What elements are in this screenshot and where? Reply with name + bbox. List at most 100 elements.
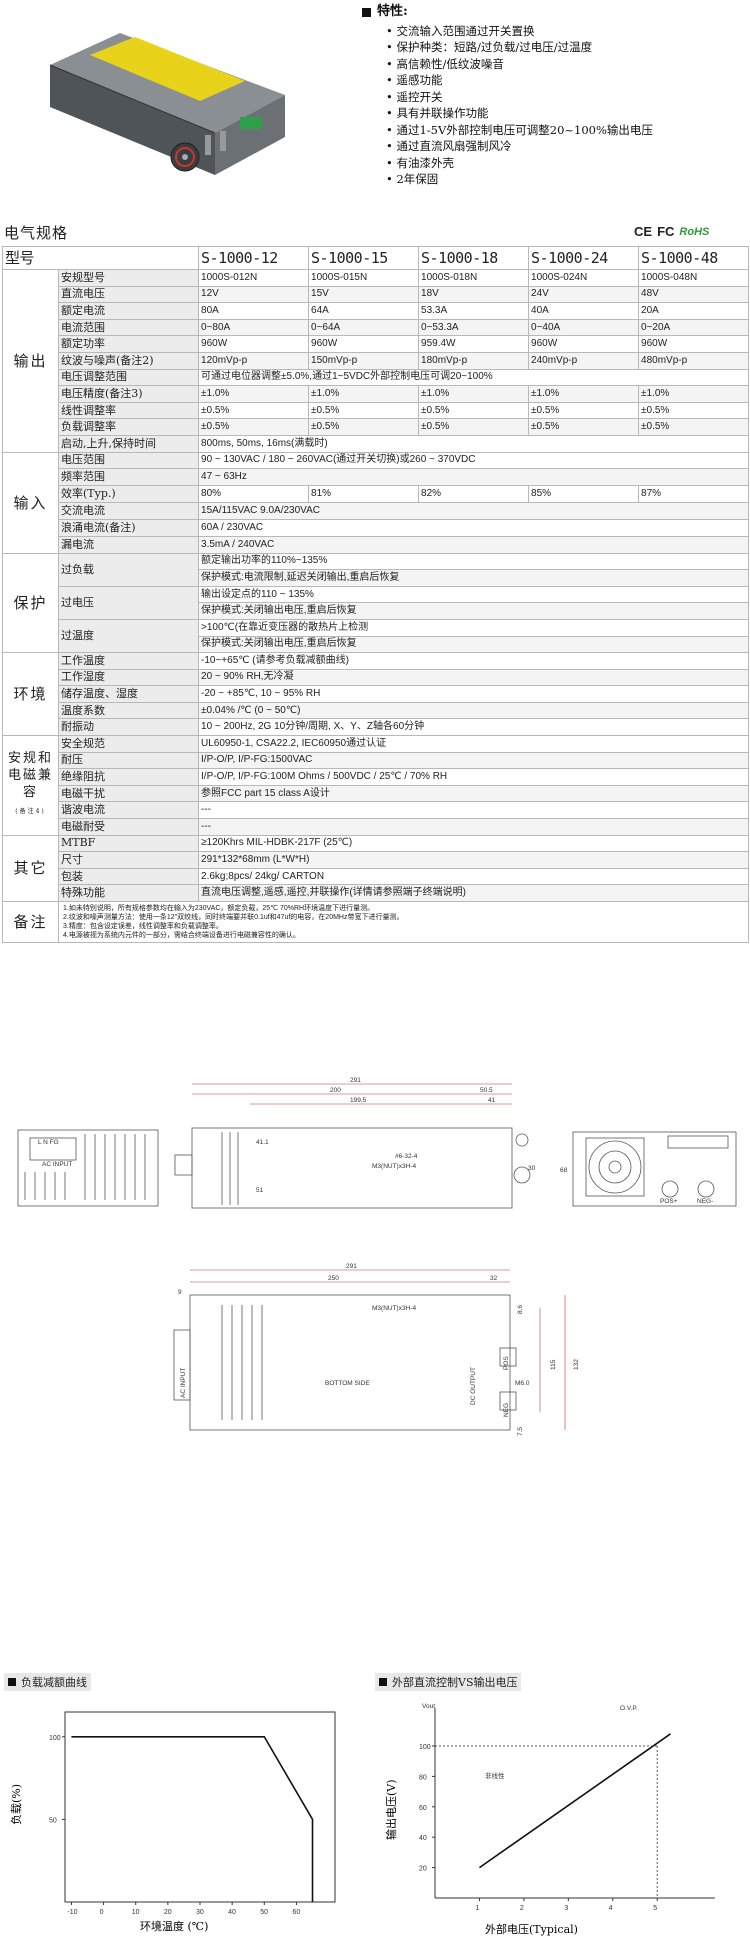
spec-row: 效率(Typ.) 80% 81% 82% 85% 87% [3, 485, 750, 504]
spec-row: 其它 MTBF ≥120Khrs MIL-HDBK-217F (25℃) [2, 834, 750, 903]
y-tick-label: 100 [419, 1744, 431, 1751]
control-ytop: Vout [422, 1703, 435, 1710]
series-line [71, 1735, 314, 1902]
spec-title: 电气规格 [4, 224, 69, 242]
bullet-square-icon [379, 1678, 387, 1686]
series-line [478, 1733, 672, 1869]
spec-row: 环境 工作温度 -10~+65℃ (请参考负载减额曲线) [2, 652, 750, 737]
ce-mark-icon: CE [634, 224, 653, 239]
group-safety-note: (备注4) [15, 808, 46, 816]
bottom-side-label: BOTTOM SIDE [325, 1380, 370, 1387]
spec-value: 3.5mA / 240VAC [198, 535, 750, 554]
spec-row: 浪涌电流(备注) 60A / 230VAC [3, 518, 750, 537]
dim-text: 50.5 [480, 1087, 493, 1094]
group-safety-emc: 安规和电磁兼容(备注4) [2, 735, 59, 836]
ac-input-label: AC INPUT [180, 1368, 187, 1398]
row-label: 效率(Typ.) [57, 485, 200, 504]
spec-row: 尺寸 291*132*68mm (L*W*H) [3, 851, 750, 869]
group-protection: 保护 [2, 552, 59, 654]
x-tick-label: 60 [292, 1909, 300, 1916]
spec-value: 120mVp-p [198, 351, 310, 370]
neg-label: NEG- [697, 1198, 713, 1205]
spec-value: 可通过电位器调整±5.0%,通过1~5VDC外部控制电压可调20~100% [198, 368, 750, 387]
dim-text: 30 [528, 1165, 536, 1172]
spec-value: 0~53.3A [418, 318, 530, 337]
dim-text: 51 [256, 1187, 264, 1194]
ac-input-side [173, 1329, 191, 1401]
x-tick-label: 3 [564, 1905, 568, 1912]
bullet-square-icon [8, 1678, 16, 1686]
row-label: 纹波与噪声(备注2) [57, 351, 200, 370]
feature-item: 通过1-5V外部控制电压可调整20~100%输出电压 [386, 122, 742, 139]
dim-text: 9 [178, 1289, 182, 1296]
control-ovp: O.V.P. [620, 1705, 638, 1712]
group-notes: 备注 [2, 901, 59, 943]
spec-value: 81% [308, 485, 420, 504]
spec-value: ±1.0% [418, 385, 530, 403]
y-tick-label: 100 [49, 1735, 61, 1742]
end-terminals [667, 1135, 729, 1149]
derating-title: 负载减额曲线 [21, 1676, 87, 1689]
spec-row: 额定电流 80A 64A 53.3A 40A 20A [3, 302, 750, 320]
spec-table: 型号 S-1000-12 S-1000-15 S-1000-18 S-1000-… [1, 246, 750, 943]
control-ylabel: 输出电压(V) [384, 1779, 398, 1840]
spec-row: 保护模式:电流限制,延迟关闭输出,重启后恢复 [3, 569, 750, 587]
spec-row: 电磁耐受 --- [3, 818, 750, 836]
row-label: 过电压 [57, 585, 200, 620]
spec-value: 47 ~ 63Hz [198, 468, 750, 487]
row-label: 直流电压 [57, 285, 200, 304]
spec-value: -10~+65℃ (请参考负载减额曲线) [198, 652, 750, 670]
row-label: 线性调整率 [57, 401, 200, 420]
fc-mark-icon: FC [657, 224, 675, 239]
spec-row: 保护 过负载 额定输出功率的110%~135% [2, 552, 750, 654]
spec-value: 60A / 230VAC [198, 518, 750, 537]
spec-row: 储存温度、湿度 -20 ~ +85℃, 10 ~ 95% RH [3, 685, 750, 703]
terminal-pins: L N FG [38, 1139, 59, 1146]
spec-row: 启动,上升,保持时间 800ms, 50ms, 16ms(满载时) [3, 434, 750, 453]
group-others: 其它 [2, 834, 59, 903]
spec-value: 959.4W [418, 335, 530, 353]
spec-value: ±0.5% [638, 401, 750, 420]
dc-output-label: DC OUTPUT [470, 1367, 477, 1405]
spec-value: ≥120Khrs MIL-HDBK-217F (25℃) [198, 834, 750, 853]
note-line: 4.电源被视为系统内元件的一部分，需结合终端设备进行电磁兼容性的确认。 [63, 932, 300, 939]
feature-item: 保护种类：短路/过负载/过电压/过温度 [386, 39, 742, 56]
x-tick-label: 0 [100, 1909, 104, 1916]
row-label: 过温度 [57, 618, 200, 654]
spec-value: 20 ~ 90% RH,无冷凝 [198, 668, 750, 687]
bottom-outline [189, 1294, 511, 1431]
row-label: 谐波电流 [57, 801, 200, 820]
x-tick-label: 5 [653, 1905, 657, 1912]
pos-label: POS [503, 1356, 510, 1370]
terminal-label: AC INPUT [42, 1161, 72, 1168]
model-cell: S-1000-18 [418, 246, 530, 270]
group-environment: 环境 [2, 652, 59, 737]
dim-text: 7.5 [517, 1427, 524, 1436]
terminal-stud [513, 1166, 531, 1184]
row-label: 频率范围 [57, 468, 200, 487]
pos-label: POS+ [660, 1198, 678, 1205]
spec-value: 24V [528, 285, 640, 304]
model-cell: S-1000-12 [198, 246, 310, 270]
dim-text: 132 [573, 1359, 580, 1370]
model-row: 型号 S-1000-12 S-1000-15 S-1000-18 S-1000-… [1, 246, 750, 270]
derating-xlabel: 环境温度 (℃) [140, 1919, 208, 1933]
y-tick-label: 50 [49, 1817, 57, 1824]
spec-value: 40A [528, 302, 640, 320]
spec-value: 80A [198, 302, 310, 320]
terminal-view: L N FG AC INPUT [17, 1129, 159, 1207]
row-label: 电流范围 [57, 318, 200, 337]
spec-row: 直流电压 12V 15V 18V 24V 48V [3, 285, 750, 304]
row-label: MTBF [57, 834, 200, 853]
spec-value: ±0.5% [308, 418, 420, 436]
feature-item: 具有并联操作功能 [386, 105, 742, 122]
spec-value: 82% [418, 485, 530, 504]
spec-row: 特殊功能 直流电压调整,遥感,遥控,并联操作(详情请参照端子终端说明) [3, 884, 750, 902]
spec-row: 电压调整范围 可通过电位器调整±5.0%,通过1~5VDC外部控制电压可调20~… [3, 368, 750, 387]
top-view: 291 200 50.5 199.5 41 41.1 51 #6-32-4 M3… [174, 1077, 568, 1209]
row-label: 耐压 [57, 751, 200, 770]
x-tick-label: 2 [520, 1905, 524, 1912]
top-knob [174, 1154, 193, 1176]
